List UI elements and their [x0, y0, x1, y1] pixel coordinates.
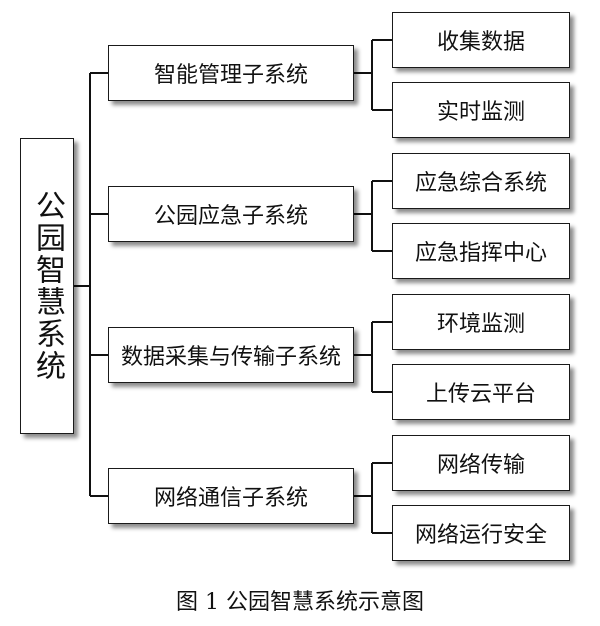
leaf-node-network-transmission: 网络传输 — [392, 435, 570, 491]
leaf-node-emergency-integrated-system: 应急综合系统 — [392, 153, 570, 209]
root-node: 公园智慧系统 — [20, 138, 74, 434]
subsystem-node-network-communication: 网络通信子系统 — [108, 468, 354, 524]
subsystem-node-intelligent-management: 智能管理子系统 — [108, 45, 354, 101]
figure-caption: 图 1 公园智慧系统示意图 — [176, 590, 424, 615]
leaf-node-emergency-command-center: 应急指挥中心 — [392, 223, 570, 279]
subsystem-node-data-collection: 数据采集与传输子系统 — [108, 327, 354, 383]
leaf-node-upload-cloud-platform: 上传云平台 — [392, 364, 570, 420]
leaf-node-collect-data: 收集数据 — [392, 12, 570, 68]
leaf-node-realtime-monitoring: 实时监测 — [392, 82, 570, 138]
subsystem-node-park-emergency: 公园应急子系统 — [108, 186, 354, 242]
leaf-node-environment-monitoring: 环境监测 — [392, 294, 570, 350]
leaf-node-network-operation-security: 网络运行安全 — [392, 505, 570, 561]
